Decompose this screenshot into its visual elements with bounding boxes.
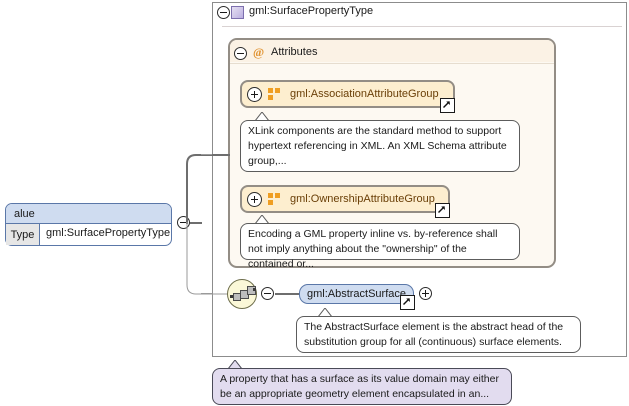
association-group-expand-toggle[interactable] bbox=[247, 86, 262, 102]
property-name: alue bbox=[14, 207, 35, 220]
element-abstract-surface-label: gml:AbstractSurface bbox=[306, 288, 407, 300]
element-annotation: The AbstractSurface element is the abstr… bbox=[296, 316, 581, 353]
sequence-collapse-toggle[interactable] bbox=[261, 287, 274, 300]
root-annotation-pointer bbox=[228, 360, 242, 369]
ownership-annotation-pointer bbox=[255, 215, 269, 224]
property-type-key: Type bbox=[6, 224, 39, 245]
connector-branch-upper bbox=[186, 148, 218, 224]
complextype-title: gml:SurfacePropertyType bbox=[249, 5, 374, 17]
connector-to-attributes-frame bbox=[216, 154, 230, 156]
attribute-group-ownership[interactable]: gml:OwnershipAttributeGroup bbox=[240, 185, 450, 218]
property-row-divider bbox=[6, 223, 171, 224]
ownership-group-annotation: Encoding a GML property inline vs. by-re… bbox=[240, 223, 520, 270]
attribute-group-icon bbox=[268, 87, 282, 101]
external-link-arrow-icon[interactable] bbox=[440, 98, 455, 113]
root-annotation: A property that has a surface as its val… bbox=[212, 368, 512, 405]
at-symbol-icon: @ bbox=[253, 45, 265, 59]
complextype-collapse-toggle[interactable] bbox=[217, 6, 230, 19]
element-abstract-surface[interactable]: gml:AbstractSurface bbox=[299, 284, 415, 310]
connector-frame-entry-upper bbox=[201, 154, 212, 155]
connector-property-stub bbox=[190, 222, 202, 224]
connector-branch-lower bbox=[186, 222, 230, 298]
sequence-compositor-icon[interactable] bbox=[227, 279, 257, 309]
external-link-arrow-icon[interactable] bbox=[435, 203, 450, 218]
connector-sequence-to-element bbox=[275, 293, 299, 295]
complextype-header-divider bbox=[222, 26, 622, 27]
element-expand-toggle[interactable] bbox=[419, 287, 432, 300]
property-type-value: gml:SurfacePropertyType bbox=[46, 227, 171, 239]
element-annotation-pointer bbox=[318, 308, 332, 317]
ownership-group-expand-toggle[interactable] bbox=[247, 191, 262, 207]
attributes-header-underline bbox=[230, 63, 554, 64]
association-annotation-pointer bbox=[255, 112, 269, 121]
property-type-separator bbox=[39, 224, 40, 245]
association-group-label: gml:AssociationAttributeGroup bbox=[290, 88, 439, 100]
attributes-header-bar bbox=[230, 40, 554, 62]
ownership-group-label: gml:OwnershipAttributeGroup bbox=[290, 193, 435, 205]
association-group-annotation: XLink components are the standard method… bbox=[240, 120, 520, 172]
external-link-arrow-icon[interactable] bbox=[400, 295, 415, 310]
attribute-group-icon bbox=[268, 192, 282, 206]
attributes-collapse-toggle[interactable] bbox=[234, 47, 247, 60]
complextype-square-icon bbox=[231, 6, 244, 19]
connector-frame-entry-lower bbox=[201, 293, 212, 294]
attribute-group-association[interactable]: gml:AssociationAttributeGroup bbox=[240, 80, 455, 113]
attributes-label: Attributes bbox=[271, 46, 318, 58]
property-name-row: alue bbox=[6, 204, 171, 223]
